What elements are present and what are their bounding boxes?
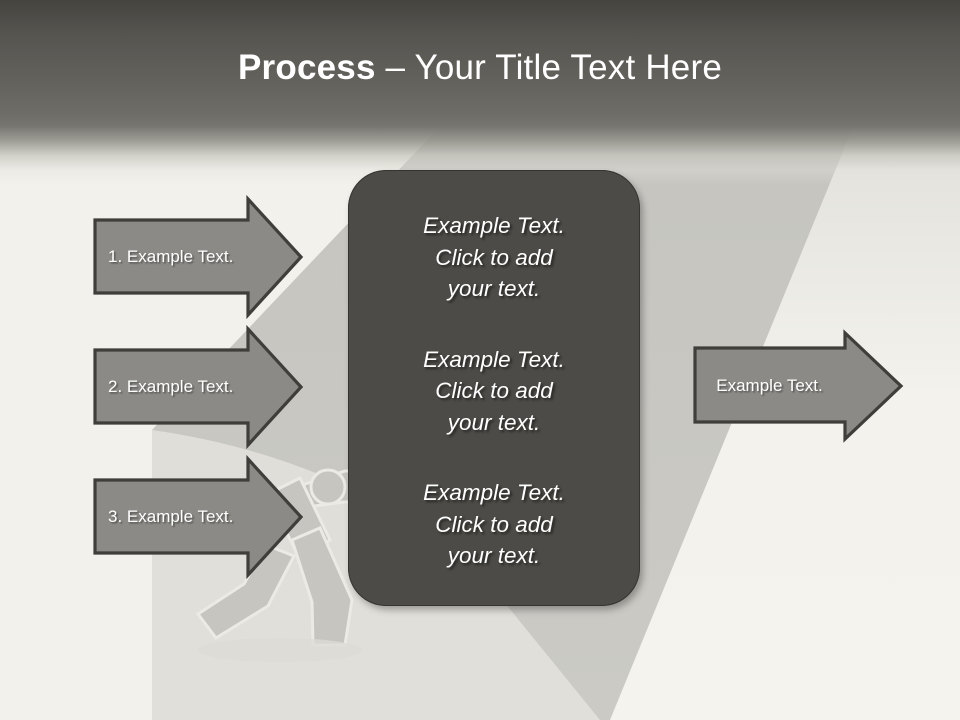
panel-block-2-line-2: Click to add [435, 378, 553, 403]
panel-block-3-line-3: your text. [447, 543, 541, 568]
input-arrow-1[interactable]: 1. Example Text. [92, 194, 304, 320]
panel-block-1-line-2: Click to add [435, 244, 553, 270]
panel-block-1-line-1: Example Text. [423, 213, 565, 238]
figure-shadow [198, 638, 362, 662]
panel-spacer-1 [372, 305, 616, 344]
input-arrow-2[interactable]: 2. Example Text. [92, 324, 304, 450]
input-arrow-3[interactable]: 3. Example Text. [92, 454, 304, 580]
panel-block-2: Example Text. Click to add your text. [372, 344, 616, 439]
panel-block-3-line-1: Example Text. [423, 480, 565, 505]
page-title-rest: – Your Title Text Here [375, 48, 722, 87]
panel-block-3-line-2: Click to add [435, 511, 553, 537]
panel-block-2-line-1: Example Text. [423, 346, 565, 372]
panel-block-1-line-3: your text. [447, 276, 541, 301]
output-arrow[interactable]: Example Text. [692, 329, 904, 443]
panel-block-2-line-3: your text. [447, 409, 541, 435]
center-text-content: Example Text. Click to add your text. Ex… [372, 210, 616, 572]
center-text-panel[interactable]: Example Text. Click to add your text. Ex… [348, 170, 640, 606]
input-arrow-2-label: 2. Example Text. [108, 377, 234, 396]
panel-spacer-2 [372, 438, 616, 477]
output-arrow-label: Example Text. [716, 376, 823, 395]
panel-block-3: Example Text. Click to add your text. [372, 477, 616, 572]
page-title: Process – Your Title Text Here [0, 46, 960, 90]
input-arrow-3-label: 3. Example Text. [108, 507, 234, 526]
input-arrow-1-label: 1. Example Text. [108, 247, 234, 266]
page-title-bold: Process [238, 48, 376, 87]
panel-block-1: Example Text. Click to add your text. [372, 210, 616, 305]
